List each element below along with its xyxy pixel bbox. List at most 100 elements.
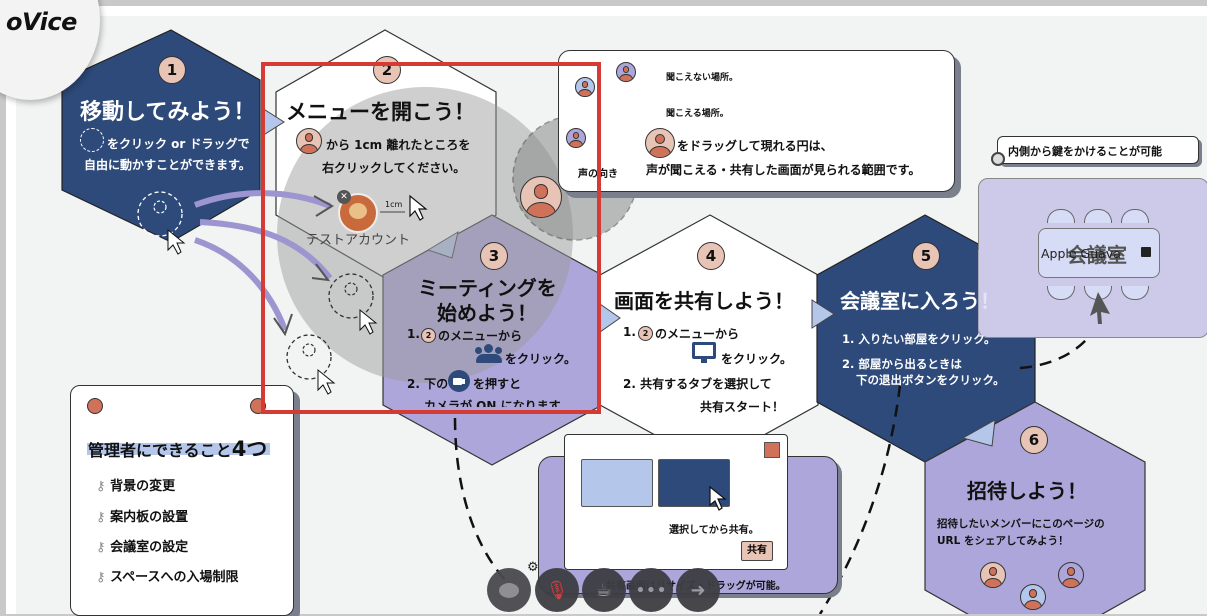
key-icon: ⚷ (96, 510, 106, 525)
room-overlay (978, 250, 1034, 336)
away-button[interactable]: ☕︎ (582, 568, 626, 612)
step1-title: 移動してみよう！ (80, 100, 256, 125)
meeting-room-label: 会議室 (1067, 243, 1127, 267)
admin-card-title: 管理者にできること4つ (88, 433, 267, 463)
ovice-logo[interactable]: oVice (6, 8, 77, 36)
step1-number-badge: 1 (158, 56, 186, 84)
avatar-icon (616, 62, 636, 82)
step4-line3: 2. 共有するタブを選択して (623, 377, 772, 391)
pin-icon (250, 398, 266, 414)
step3-line1-prefix: 1. (407, 327, 420, 341)
coffee-cup-icon: ☕︎ (595, 579, 613, 601)
title-highlight (87, 443, 270, 455)
chair-icon (1047, 286, 1075, 300)
avatar-icon (296, 128, 322, 154)
cursor-icon (709, 485, 727, 511)
key-icon: ⚷ (96, 479, 106, 494)
admin-title-count: 4つ (231, 437, 268, 461)
step3-line2: をクリック。 (505, 352, 577, 366)
step2-line1: から 1cm 離れたところを (326, 138, 471, 152)
step1-line1: をクリック or ドラッグで (107, 137, 250, 151)
cursor-icon (1090, 292, 1110, 324)
step3-line3: を押すと (473, 377, 522, 391)
step3-title-line2: 始めよう！ (437, 301, 537, 325)
exit-button[interactable]: ➜ (676, 568, 720, 612)
admin-item: ⚷ 背景の変更 (96, 479, 176, 494)
step2-title: メニューを開こう！ (286, 100, 475, 124)
chat-bubble-icon (499, 582, 519, 598)
step2-line2: 右クリックしてください。 (322, 161, 466, 175)
close-dialog-button[interactable] (764, 442, 780, 458)
calendar-icon[interactable] (1141, 247, 1151, 257)
step5-title: 会議室に入ろう！ (840, 289, 1000, 313)
lock-note-banner: 内側から鍵をかけることが可能 (997, 136, 1199, 164)
step2-ref-badge: 2 (638, 326, 653, 341)
step5-line3: 下の退出ボタンをクリック。 (856, 373, 1005, 387)
step3-line3-prefix: 2. 下の (407, 377, 449, 391)
exit-door-icon: ➜ (690, 579, 706, 601)
speaker-avatar (520, 176, 562, 218)
chat-button[interactable] (487, 568, 531, 612)
admin-features-card (70, 385, 294, 616)
more-button[interactable]: ••• (629, 568, 673, 612)
member-avatar (1020, 584, 1046, 610)
hearing-desc-line1: をドラッグして現れる円は、 (677, 139, 833, 153)
user-name-label: テストアカウント (306, 233, 411, 248)
step4-number-badge: 4 (697, 242, 725, 270)
avatar-icon (645, 128, 675, 158)
mic-button[interactable]: 🎙︎ (535, 568, 579, 612)
mic-muted-badge-icon: ✕ (337, 190, 351, 204)
hearing-desc-line2: 声が聞こえる・共有した画面が見られる範囲です。 (646, 163, 921, 177)
meeting-room-table[interactable]: 会議室 Apple Guava (1038, 228, 1160, 278)
step3-number-badge: 3 (480, 242, 508, 270)
chair-icon (1121, 286, 1149, 300)
can-hear-label: 聞こえる場所。 (666, 109, 729, 119)
step4-line1-prefix: 1. (623, 325, 636, 339)
gear-icon[interactable]: ⚙ (527, 560, 539, 575)
step5-line2: 2. 部屋から出るときは (842, 357, 962, 371)
step3-line4: カメラが ON になります。 (424, 399, 572, 407)
member-avatar (1058, 562, 1084, 588)
step4-line2: をクリック。 (721, 352, 793, 366)
avatar-icon (575, 77, 595, 97)
step6-number-badge: 6 (1020, 426, 1048, 454)
key-icon: ⚷ (96, 570, 106, 585)
distance-label: 1cm (385, 200, 403, 209)
dashed-avatar-icon (80, 128, 104, 152)
avatar-icon (566, 128, 586, 148)
member-avatar (980, 562, 1006, 588)
chair-icon (1047, 209, 1075, 223)
step6-hexagon (924, 401, 1146, 614)
voice-direction-label: 声の向き (578, 169, 618, 180)
step5-number-badge: 5 (912, 242, 940, 270)
step6-title: 招待しよう！ (967, 479, 1087, 503)
chair-icon (1084, 209, 1112, 223)
mic-muted-icon: 🎙︎ (545, 579, 569, 601)
admin-title-prefix: 管理者にできること (88, 441, 232, 460)
step4-title: 画面を共有しよう！ (614, 289, 794, 313)
pin-icon (87, 398, 103, 414)
meeting-room-name: Apple Guava (1041, 246, 1121, 261)
step4-line1: のメニューから (655, 327, 740, 341)
lock-note-text: 内側から鍵をかけることが可能 (1008, 145, 1162, 158)
step2-ref-badge: 2 (421, 328, 436, 343)
step6-line2: URL をシェアしてみよう！ (937, 535, 1069, 547)
admin-item: ⚷ スペースへの入場制限 (96, 570, 239, 585)
admin-item: ⚷ 案内板の設置 (96, 510, 189, 525)
step6-line1: 招待したいメンバーにこのページの (937, 518, 1105, 530)
monitor-icon (692, 342, 716, 359)
screen-option-1[interactable] (581, 459, 653, 507)
admin-item: ⚷ 会議室の設定 (96, 540, 189, 555)
key-icon (991, 152, 1005, 166)
step3-line1: のメニューから (438, 329, 523, 343)
share-hint: 選択してから共有。 (669, 525, 759, 536)
camera-icon (448, 370, 470, 392)
share-button[interactable]: 共有 (741, 541, 773, 561)
share-dialog: 選択してから共有。 共有 (564, 434, 788, 570)
step3-title-line1: ミーティングを (418, 276, 557, 300)
chair-icon (1121, 209, 1149, 223)
step2-number-badge: 2 (373, 56, 401, 84)
key-icon: ⚷ (96, 540, 106, 555)
meeting-group-icon (474, 344, 504, 363)
step1-line2: 自由に動かすことができます。 (84, 158, 251, 172)
